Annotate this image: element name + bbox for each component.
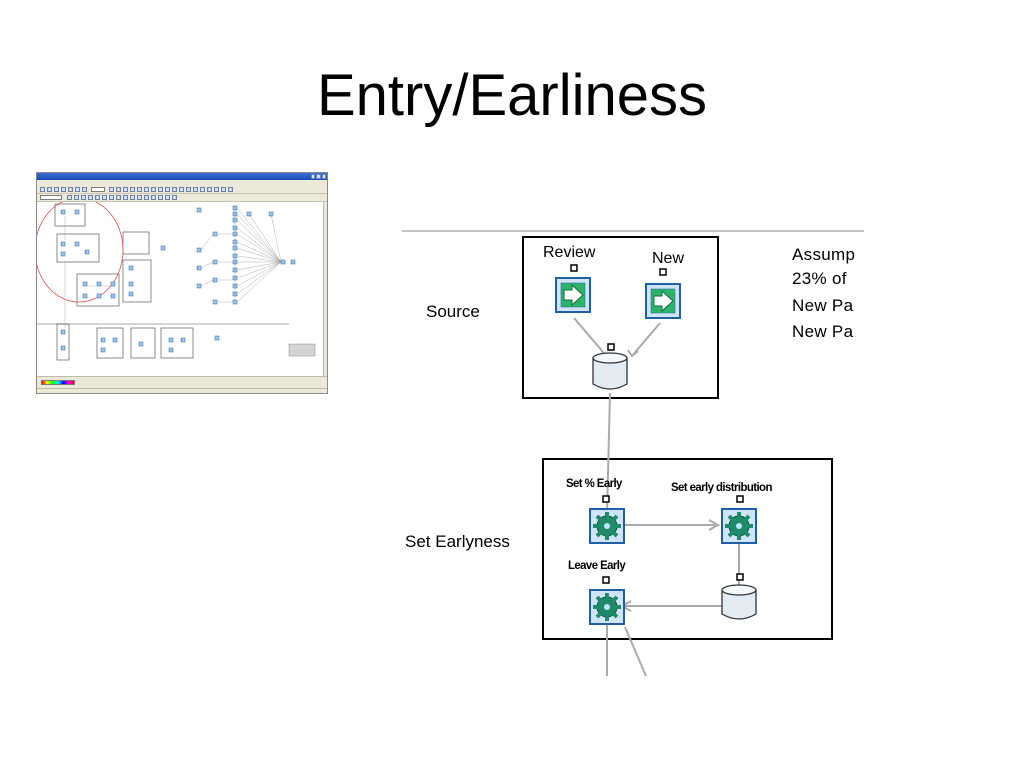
thumbnail-model-canvas	[37, 202, 323, 376]
diagram-shapes	[402, 230, 864, 676]
thumbnail-titlebar	[37, 173, 327, 180]
new-node-icon	[645, 283, 681, 319]
review-node-icon	[555, 277, 591, 313]
set-earlyness-container	[542, 458, 833, 640]
source-section-label: Source	[426, 302, 480, 321]
thumbnail-toolbar-1	[37, 186, 327, 194]
leave-early-gear-icon	[589, 589, 625, 625]
review-node-label: Review	[543, 244, 596, 261]
new-node-label: New	[652, 250, 685, 267]
connector-leave-early-out-2	[624, 626, 647, 676]
window-controls-icon	[311, 174, 326, 179]
set-early-distribution-label: Set early distribution	[671, 480, 772, 494]
thumbnail-toolbar-2	[37, 194, 327, 202]
assumption-line-1: Assump	[792, 245, 856, 264]
assumption-line-4: New Pa	[792, 322, 854, 341]
assumption-line-2: 23% of	[792, 269, 847, 288]
color-palette-icon	[41, 380, 75, 385]
set-earlyness-section-label: Set Earlyness	[405, 532, 510, 551]
model-screenshot-thumbnail	[36, 172, 328, 394]
process-diagram: Source Set Earlyness Review New Set % Ea…	[400, 228, 864, 676]
thumbnail-drawing-toolbar	[37, 376, 327, 388]
assumption-line-3: New Pa	[792, 296, 854, 315]
set-pct-early-label: Set % Early	[566, 476, 622, 490]
earlyness-queue-cylinder-icon	[721, 584, 757, 620]
connector-source-to-set-pct	[606, 392, 611, 515]
source-queue-cylinder-icon	[592, 352, 628, 390]
connector-review-to-queue	[573, 317, 610, 360]
thumbnail-scrollbar	[323, 202, 327, 376]
leave-early-label: Leave Early	[568, 558, 626, 572]
thumbnail-menubar	[37, 180, 327, 186]
thumbnail-statusbar	[37, 388, 327, 393]
slide-title: Entry/Earliness	[316, 63, 708, 128]
connector-new-to-queue	[631, 322, 661, 357]
set-pct-early-gear-icon	[589, 508, 625, 544]
set-early-distribution-gear-icon	[721, 508, 757, 544]
source-container	[522, 236, 719, 399]
